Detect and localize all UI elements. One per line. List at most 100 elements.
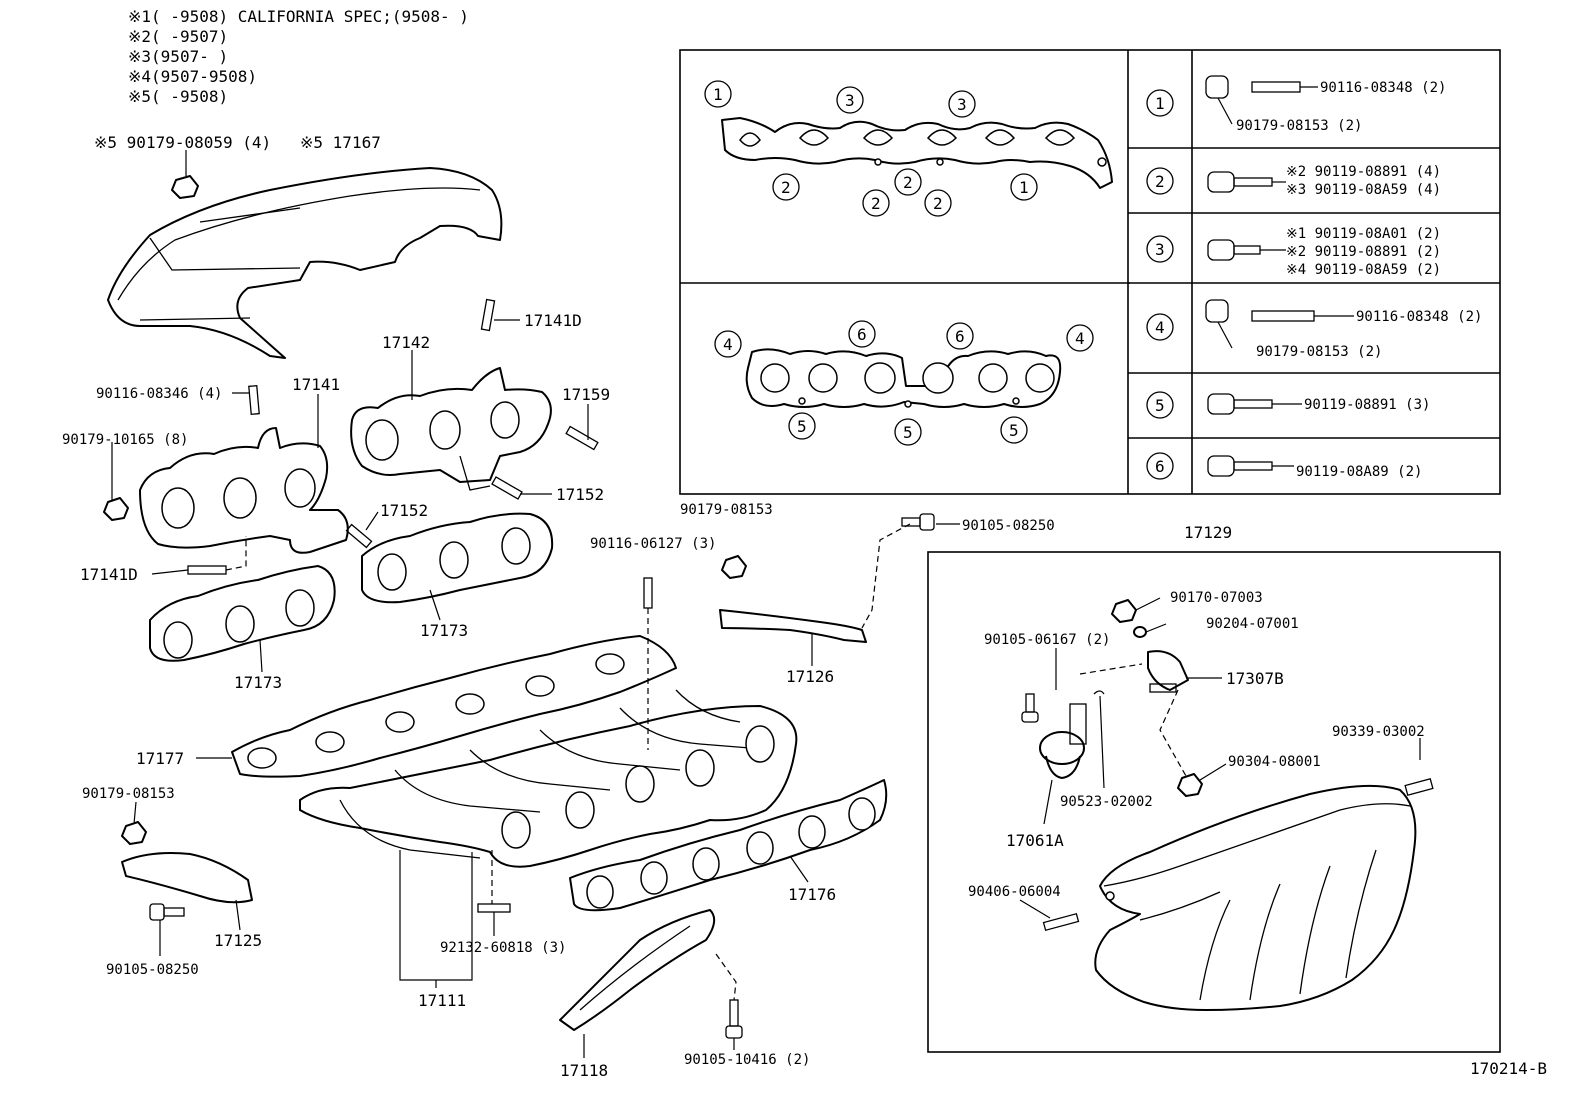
label-17142: 17142 xyxy=(382,333,430,352)
bracket-17126 xyxy=(719,609,867,643)
svg-text:2: 2 xyxy=(933,194,943,213)
stud-17141D-top xyxy=(480,298,496,332)
label-17141D-top: 17141D xyxy=(524,311,582,330)
svg-text:1: 1 xyxy=(1155,94,1165,113)
svg-text:90116-08348 (2): 90116-08348 (2) xyxy=(1320,80,1446,96)
label-17118: 17118 xyxy=(560,1061,608,1080)
label-90116-08346: 90116-08346 (4) xyxy=(96,386,222,402)
svg-text:2: 2 xyxy=(781,178,791,197)
note-2: ※2( -9507) xyxy=(128,27,228,46)
label-90179-08059: ※5 90179-08059 (4) xyxy=(94,133,271,152)
svg-text:90179-08153 (2): 90179-08153 (2) xyxy=(1256,344,1382,360)
stay-17118 xyxy=(559,909,716,1031)
svg-text:4: 4 xyxy=(1075,329,1085,348)
spec-notes: ※1( -9508) CALIFORNIA SPEC;(9508- ) ※2( … xyxy=(128,7,469,106)
svg-text:3: 3 xyxy=(957,95,967,114)
nut-90179-08153-mid xyxy=(721,555,747,579)
nut-90179-10165 xyxy=(103,497,129,521)
gasket-reference-table: 1 3 3 2 2 2 2 1 4 6 6 4 5 xyxy=(679,49,1501,495)
svg-text:※3 90119-08A59 (4): ※3 90119-08A59 (4) xyxy=(1286,182,1441,198)
stud-92132-60818 xyxy=(477,903,511,913)
note-4: ※4(9507-9508) xyxy=(128,67,257,86)
svg-text:1: 1 xyxy=(1019,178,1029,197)
nut-90179-08153-left xyxy=(121,821,147,845)
label-17167: ※5 17167 xyxy=(300,133,381,152)
label-90523-02002: 90523-02002 xyxy=(1060,794,1153,810)
label-90179-08153-mid: 90179-08153 xyxy=(680,502,773,518)
upper-gasket-callouts: 1 3 3 2 2 2 2 1 xyxy=(704,80,1038,217)
svg-text:2: 2 xyxy=(903,173,913,192)
svg-text:6: 6 xyxy=(955,327,965,346)
exhaust-manifold-17142 xyxy=(350,367,552,491)
label-17177: 17177 xyxy=(136,749,184,768)
part-labels: ※5 90179-08059 (4) ※5 17167 17141D 17142… xyxy=(62,133,1547,1080)
label-17061A: 17061A xyxy=(1006,831,1064,850)
label-17125: 17125 xyxy=(214,931,262,950)
label-90304-08001: 90304-08001 xyxy=(1228,754,1321,770)
label-90105-10416: 90105-10416 (2) xyxy=(684,1052,810,1068)
stud-17152-right xyxy=(491,476,523,500)
stud-90406-06004 xyxy=(1042,912,1080,932)
label-17173-left: 17173 xyxy=(234,673,282,692)
svg-text:90116-08348 (2): 90116-08348 (2) xyxy=(1356,309,1482,325)
label-90179-10165: 90179-10165 (8) xyxy=(62,432,188,448)
diagram-reference-number: 170214-B xyxy=(1470,1059,1547,1078)
note-3: ※3(9507- ) xyxy=(128,47,228,66)
svg-text:3: 3 xyxy=(845,91,855,110)
table-row-5: 90119-08891 (3) xyxy=(1207,393,1430,415)
table-row-1: 90116-08348 (2) 90179-08153 (2) xyxy=(1205,75,1446,134)
bolt-90105-08250-top xyxy=(901,513,935,531)
note-1: ※1( -9508) CALIFORNIA SPEC;(9508- ) xyxy=(128,7,469,26)
clamp-90523-02002 xyxy=(1093,690,1105,695)
leader-lines xyxy=(111,319,1421,1058)
note-5: ※5( -9508) xyxy=(128,87,228,106)
label-92132-60818: 92132-60818 (3) xyxy=(440,940,566,956)
label-90406-06004: 90406-06004 xyxy=(968,884,1061,900)
table-border xyxy=(679,49,1501,495)
table-row-3: ※1 90119-08A01 (2) ※2 90119-08891 (2) ※4… xyxy=(1207,226,1441,278)
box-17129 xyxy=(927,551,1501,1053)
label-90179-08153-left: 90179-08153 xyxy=(82,786,175,802)
stud-17141D-bottom xyxy=(187,565,227,575)
label-90105-06167: 90105-06167 (2) xyxy=(984,632,1110,648)
table-row-4: 90116-08348 (2) 90179-08153 (2) xyxy=(1205,299,1482,360)
svg-text:※4 90119-08A59 (2): ※4 90119-08A59 (2) xyxy=(1286,262,1441,278)
grommet-90304-08001 xyxy=(1177,773,1203,797)
svg-text:5: 5 xyxy=(1155,396,1165,415)
svg-text:5: 5 xyxy=(1009,421,1019,440)
bolt-90105-08250-left xyxy=(149,903,185,921)
heat-insulator-17167 xyxy=(107,167,503,359)
svg-text:6: 6 xyxy=(1155,457,1165,476)
bolt-90105-10416 xyxy=(725,999,743,1039)
svg-text:5: 5 xyxy=(903,423,913,442)
intake-plenum xyxy=(1094,784,1417,1011)
svg-text:90119-08A89 (2): 90119-08A89 (2) xyxy=(1296,464,1422,480)
lower-gasket-callouts: 4 6 6 4 5 5 5 xyxy=(714,320,1094,446)
svg-text:1: 1 xyxy=(713,85,723,104)
label-90116-06127: 90116-06127 (3) xyxy=(590,536,716,552)
label-17152-right: 17152 xyxy=(556,485,604,504)
label-90105-08250-left: 90105-08250 xyxy=(106,962,199,978)
vsv-17061A xyxy=(1039,703,1087,779)
stud-90116-08346 xyxy=(248,385,260,415)
table-row-6: 90119-08A89 (2) xyxy=(1207,455,1422,480)
svg-text:※2 90119-08891 (2): ※2 90119-08891 (2) xyxy=(1286,244,1441,260)
label-17152-left: 17152 xyxy=(380,501,428,520)
svg-text:※1 90119-08A01 (2): ※1 90119-08A01 (2) xyxy=(1286,226,1441,242)
svg-text:4: 4 xyxy=(723,335,733,354)
svg-text:90119-08891 (3): 90119-08891 (3) xyxy=(1304,397,1430,413)
nut-90179-08059 xyxy=(171,175,199,199)
label-17129: 17129 xyxy=(1184,523,1232,542)
svg-text:5: 5 xyxy=(797,417,807,436)
svg-text:90179-08153 (2): 90179-08153 (2) xyxy=(1236,118,1362,134)
label-17126: 17126 xyxy=(786,667,834,686)
gasket-17173-right xyxy=(361,512,554,604)
label-17141: 17141 xyxy=(292,375,340,394)
label-90105-08250-top: 90105-08250 xyxy=(962,518,1055,534)
label-17159: 17159 xyxy=(562,385,610,404)
gasket-lower-drawing xyxy=(745,348,1062,408)
label-17176: 17176 xyxy=(788,885,836,904)
table-row-2: ※2 90119-08891 (4) ※3 90119-08A59 (4) xyxy=(1207,164,1441,198)
label-90339-03002: 90339-03002 xyxy=(1332,724,1425,740)
stud-17152-left xyxy=(345,523,373,549)
